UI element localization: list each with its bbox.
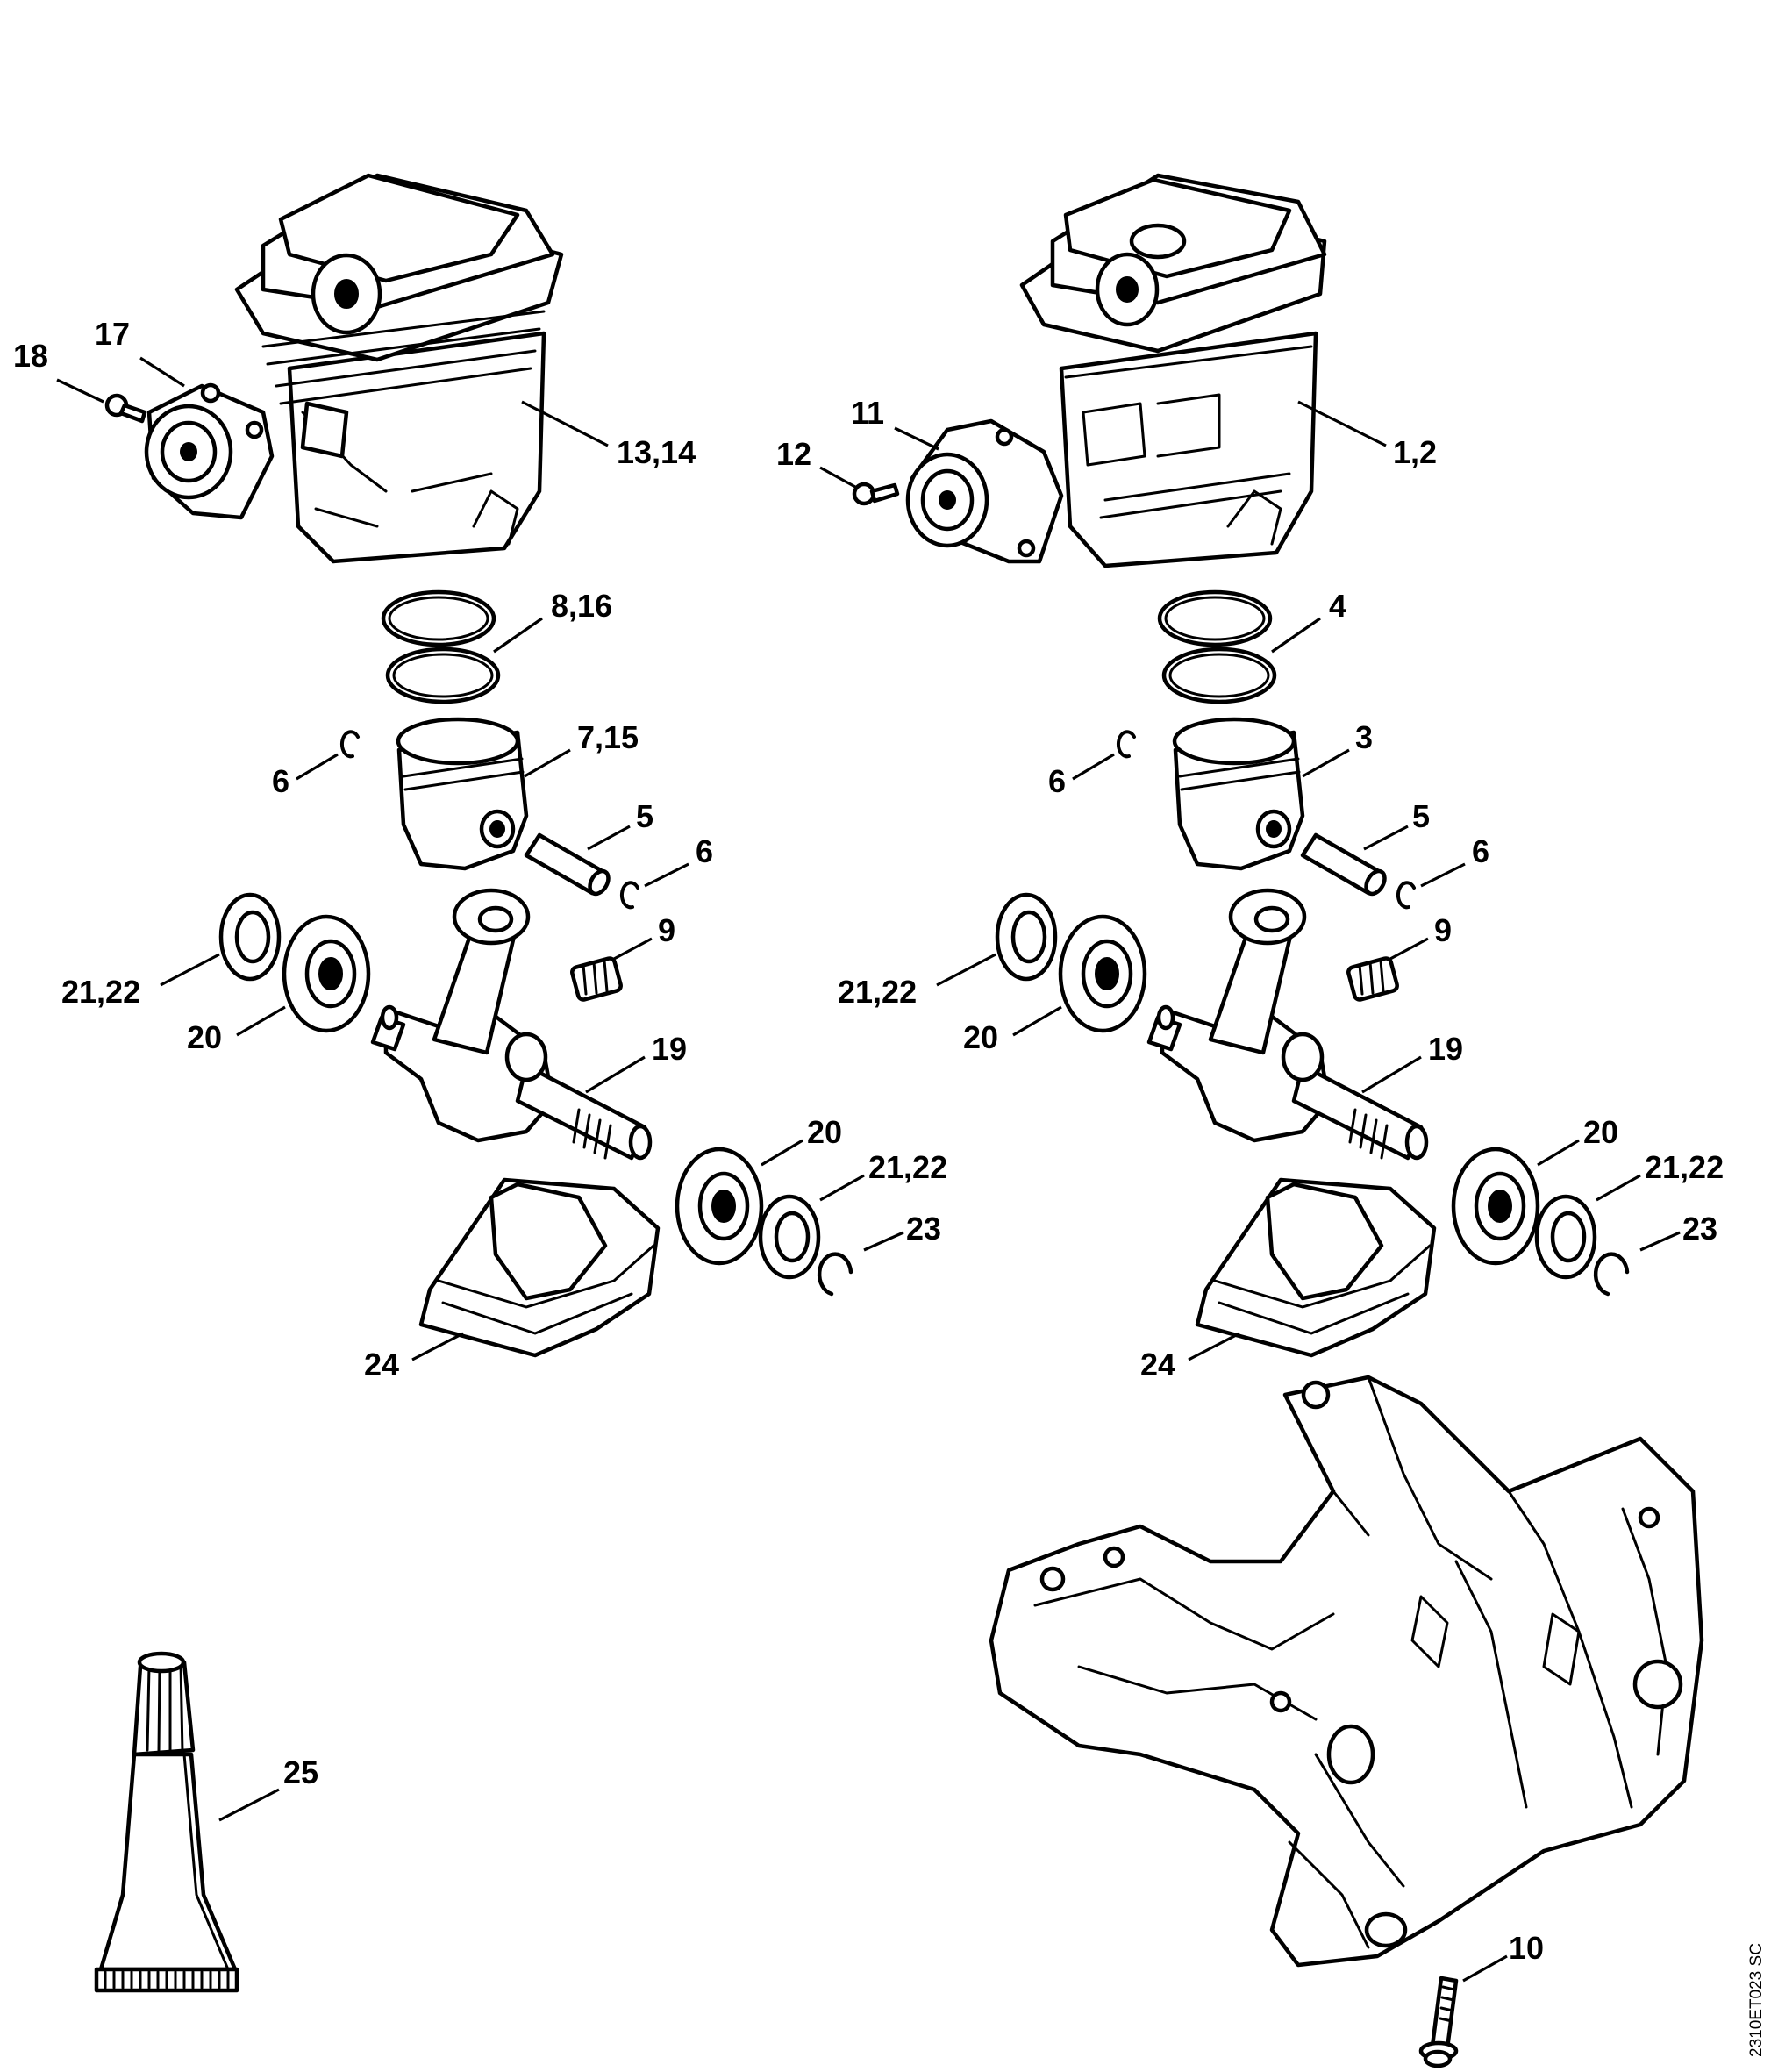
grease-tube: [94, 1651, 239, 1993]
callout-18: 18: [13, 338, 48, 374]
crankcase-half-left: [418, 1177, 661, 1358]
piston-pin-left: [524, 832, 611, 897]
callout-labels: 18 17 13,14 12 11 1,2 8,16 4 6 7,15 6 3 …: [13, 316, 1724, 1966]
callout-21-22-left-b: 21,22: [868, 1149, 947, 1185]
piston-right: [1172, 717, 1305, 871]
cylinder-right: [1019, 173, 1327, 568]
piston-left: [396, 717, 529, 871]
piston-rings-left: [381, 589, 501, 704]
callout-6-right-a: 6: [1048, 763, 1066, 799]
needle-cage-left: [570, 956, 623, 1002]
callout-21-22-left-a: 21,22: [61, 974, 140, 1010]
callout-23-left: 23: [906, 1211, 941, 1247]
callout-10: 10: [1509, 1930, 1544, 1966]
circlip-6-right-b: [1396, 881, 1416, 910]
drawing-code: 2310ET023 SC: [1747, 1943, 1766, 2057]
callout-6-left-a: 6: [272, 763, 289, 799]
circlip-6-right-a: [1116, 730, 1136, 759]
callout-24-left: 24: [364, 1347, 399, 1383]
callout-20-right-b: 20: [1583, 1114, 1618, 1150]
engine-housing: [989, 1375, 1704, 1968]
ball-bearing-left-a: [282, 914, 371, 1033]
oil-seal-right-b: [1534, 1194, 1597, 1280]
ball-bearing-right-b: [1451, 1147, 1540, 1266]
callout-20-left-a: 20: [187, 1019, 222, 1055]
callout-5-left: 5: [636, 798, 653, 834]
callout-3: 3: [1355, 719, 1373, 755]
intake-flange-right: [905, 418, 1064, 564]
circlip-23-right: [1593, 1252, 1630, 1297]
callout-20-right-a: 20: [963, 1019, 998, 1055]
intake-flange-left: [144, 382, 275, 520]
callout-11: 11: [851, 395, 884, 431]
circlip-6-left-b: [619, 881, 639, 910]
callout-13-14: 13,14: [617, 434, 696, 470]
circlip-6-left-a: [339, 730, 360, 759]
callout-25: 25: [283, 1754, 318, 1790]
piston-rings-right: [1157, 589, 1277, 704]
callout-17: 17: [95, 316, 130, 352]
needle-cage-right: [1346, 956, 1399, 1002]
callout-8-16: 8,16: [551, 588, 612, 624]
callout-6-right-b: 6: [1472, 833, 1489, 869]
leader-lines: [56, 356, 1681, 1983]
callout-23-right: 23: [1682, 1211, 1717, 1247]
crankcase-half-right: [1195, 1177, 1437, 1358]
callout-1-2: 1,2: [1393, 434, 1437, 470]
screw-12: [852, 482, 900, 506]
callout-24-right: 24: [1140, 1347, 1175, 1383]
oil-seal-left-b: [758, 1194, 821, 1280]
callout-20-left-b: 20: [807, 1114, 842, 1150]
callout-5-right: 5: [1412, 798, 1430, 834]
ball-bearing-left-b: [675, 1147, 764, 1266]
oil-seal-right-a: [995, 892, 1058, 982]
ball-bearing-right-a: [1058, 914, 1147, 1033]
callout-21-22-right-b: 21,22: [1645, 1149, 1724, 1185]
screw-18: [104, 393, 147, 424]
screw-10: [1418, 1976, 1459, 2068]
callout-7-15: 7,15: [577, 719, 639, 755]
callout-19-right: 19: [1428, 1031, 1463, 1067]
cylinder-left: [234, 173, 564, 564]
callout-19-left: 19: [652, 1031, 687, 1067]
callout-9-left: 9: [658, 912, 675, 948]
callout-9-right: 9: [1434, 912, 1452, 948]
callout-12: 12: [776, 436, 811, 472]
callout-6-left-b: 6: [696, 833, 713, 869]
callout-4: 4: [1329, 588, 1346, 624]
crankshaft-left: [370, 888, 653, 1161]
callout-21-22-right-a: 21,22: [838, 974, 917, 1010]
oil-seal-left-a: [218, 892, 282, 982]
circlip-23-left: [817, 1252, 853, 1297]
crankshaft-right: [1146, 888, 1429, 1161]
piston-pin-right: [1300, 832, 1387, 897]
